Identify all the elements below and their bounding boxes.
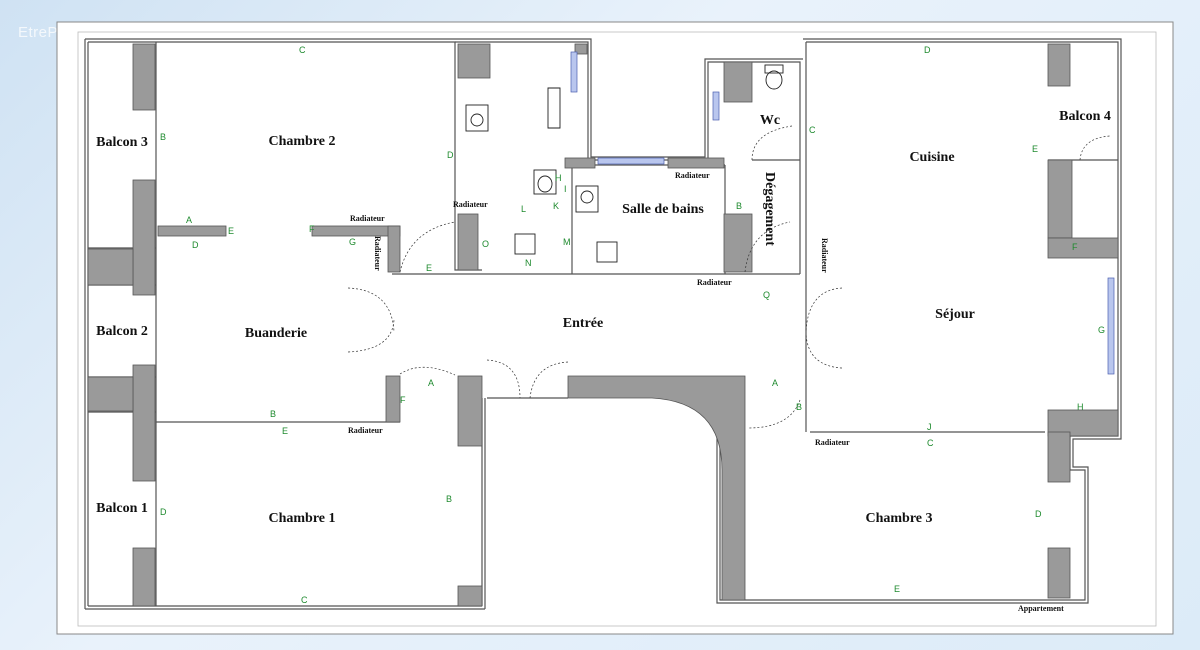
- wall-code: H: [555, 173, 562, 183]
- room-label-chambre-2: Chambre 2: [268, 134, 335, 149]
- wall-code: E: [894, 584, 900, 594]
- wall-code: D: [192, 240, 199, 250]
- wall-code: E: [282, 426, 288, 436]
- wall-code: Q: [763, 290, 770, 300]
- paper-inner-border: [77, 31, 1157, 627]
- wall-code: B: [270, 409, 276, 419]
- windows: [570, 51, 1115, 375]
- wall-code: B: [796, 402, 802, 412]
- room-labels: Chambre 2 Chambre 1 Chambre 3 Buanderie …: [96, 109, 1111, 526]
- room-label-cuisine: Cuisine: [909, 150, 954, 165]
- wall-code: C: [299, 45, 306, 55]
- room-label-balcon-1: Balcon 1: [96, 501, 148, 516]
- wall-code: C: [927, 438, 934, 448]
- wall-code: L: [521, 204, 526, 214]
- wall-code: A: [186, 215, 192, 225]
- wall-code: C: [301, 595, 308, 605]
- doors: [347, 125, 1111, 429]
- wall-code: F: [1072, 242, 1078, 252]
- wall-code: G: [1098, 325, 1105, 335]
- wall-code: J: [927, 422, 932, 432]
- wall-code: H: [1077, 402, 1084, 412]
- wall-code: F: [309, 224, 315, 234]
- wall-code: D: [160, 507, 167, 517]
- room-label-buanderie: Buanderie: [245, 326, 307, 341]
- wall-code: B: [160, 132, 166, 142]
- radiator-label: Radiateur: [348, 426, 383, 435]
- room-label-balcon-4: Balcon 4: [1059, 109, 1111, 124]
- wall-code: I: [564, 184, 567, 194]
- wall-code: E: [228, 226, 234, 236]
- wall-code: D: [924, 45, 931, 55]
- room-label-sejour: Séjour: [935, 307, 975, 322]
- room-label-wc: Wc: [760, 113, 780, 128]
- room-label-degagement: Dégagement: [762, 172, 777, 246]
- radiator-label: Radiateur: [453, 200, 488, 209]
- room-label-chambre-3: Chambre 3: [865, 511, 932, 526]
- wall-code: N: [525, 258, 532, 268]
- fixtures: [465, 64, 784, 263]
- room-label-entree: Entrée: [563, 316, 603, 331]
- wall-code: F: [400, 395, 406, 405]
- radiator-label: Radiateur: [820, 238, 829, 273]
- wall-code: A: [428, 378, 434, 388]
- room-label-balcon-2: Balcon 2: [96, 324, 148, 339]
- radiator-label: Radiateur: [675, 171, 710, 180]
- room-label-chambre-1: Chambre 1: [268, 511, 335, 526]
- structural-walls: [87, 43, 1119, 607]
- wall-code: O: [482, 239, 489, 249]
- wall-code: D: [447, 150, 454, 160]
- wall-code: C: [809, 125, 816, 135]
- radiator-labels: Radiateur Radiateur Radiateur Radiateur …: [348, 171, 850, 447]
- radiator-label: Radiateur: [373, 236, 382, 271]
- wall-code: A: [772, 378, 778, 388]
- room-label-balcon-3: Balcon 3: [96, 135, 148, 150]
- wall-code: D: [1035, 509, 1042, 519]
- radiator-label: Radiateur: [350, 214, 385, 223]
- wall-code: G: [349, 237, 356, 247]
- wall-code: B: [446, 494, 452, 504]
- radiator-label: Radiateur: [697, 278, 732, 287]
- wall-code: K: [553, 201, 559, 211]
- wall-code: E: [1032, 144, 1038, 154]
- radiator-label: Radiateur: [815, 438, 850, 447]
- wall-codes: C B D A E F G D E H I K L M N O Q J C E …: [160, 45, 1105, 605]
- footer-label: Appartement: [1018, 604, 1064, 613]
- wall-code: M: [563, 237, 571, 247]
- room-label-salle-de-bains: Salle de bains: [622, 202, 704, 217]
- wall-code: E: [426, 263, 432, 273]
- paper-sheet: [56, 21, 1174, 635]
- wall-code: B: [736, 201, 742, 211]
